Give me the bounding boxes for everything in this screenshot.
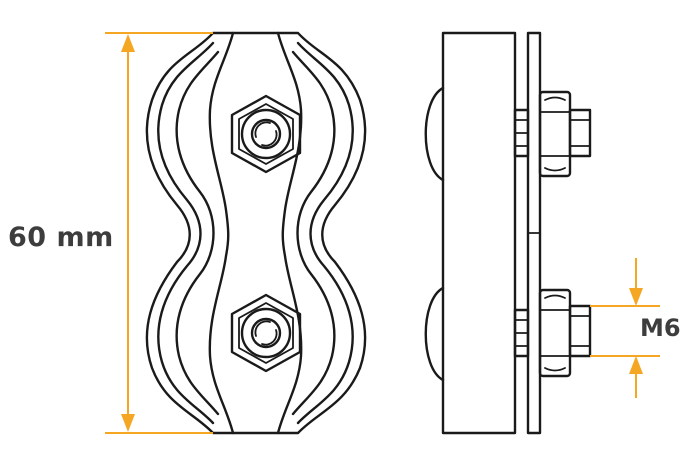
top-washer bbox=[240, 108, 292, 160]
side-main-plate bbox=[441, 31, 517, 435]
top-bolt-thread-arc-2 bbox=[261, 130, 278, 147]
bottom-bolt-thread-arc bbox=[254, 320, 271, 337]
bottom-bolt-thread-arc-2 bbox=[261, 329, 278, 346]
side-bottom-bolt bbox=[513, 288, 592, 378]
height-dimension bbox=[105, 32, 213, 434]
thread-arrow-top bbox=[629, 288, 643, 306]
bottom-nut-hexagon bbox=[230, 293, 302, 373]
bottom-nut-hexagon-inner bbox=[238, 302, 294, 364]
side-rope-bulge-bottom bbox=[424, 286, 445, 382]
bottom-hex-nut bbox=[230, 293, 302, 373]
side-view-clip bbox=[424, 31, 592, 435]
bottom-bolt-end bbox=[250, 317, 282, 349]
top-nut-hexagon bbox=[230, 94, 302, 174]
thread-dimension bbox=[590, 258, 660, 398]
height-dimension-label: 60 mm bbox=[8, 222, 114, 253]
top-nut-hexagon-inner bbox=[238, 103, 294, 165]
clip-contour-left-3 bbox=[175, 50, 220, 416]
clip-outer-outline bbox=[145, 31, 367, 435]
thread-arrow-bottom bbox=[629, 356, 643, 374]
side-top-bolt bbox=[513, 90, 592, 178]
height-arrow-bottom bbox=[121, 414, 135, 432]
front-view-clip bbox=[145, 31, 367, 435]
height-arrow-top bbox=[121, 34, 135, 52]
side-top-bolt-tip bbox=[568, 108, 592, 158]
clip-contour-right-2 bbox=[296, 41, 354, 425]
side-rope-bulge-top bbox=[424, 86, 445, 182]
top-hex-nut bbox=[230, 94, 302, 174]
clip-contour-right-3 bbox=[291, 50, 336, 416]
clip-contour-left-2 bbox=[157, 41, 215, 425]
side-bottom-bolt-tip bbox=[568, 304, 592, 358]
top-bolt-end bbox=[250, 118, 282, 150]
clip-center-saddle bbox=[208, 31, 303, 435]
bottom-washer bbox=[240, 307, 292, 359]
thread-size-label: M6 bbox=[640, 314, 681, 342]
top-bolt-thread-arc bbox=[254, 121, 271, 138]
side-top-nut bbox=[538, 90, 572, 178]
side-bottom-nut bbox=[538, 288, 572, 378]
